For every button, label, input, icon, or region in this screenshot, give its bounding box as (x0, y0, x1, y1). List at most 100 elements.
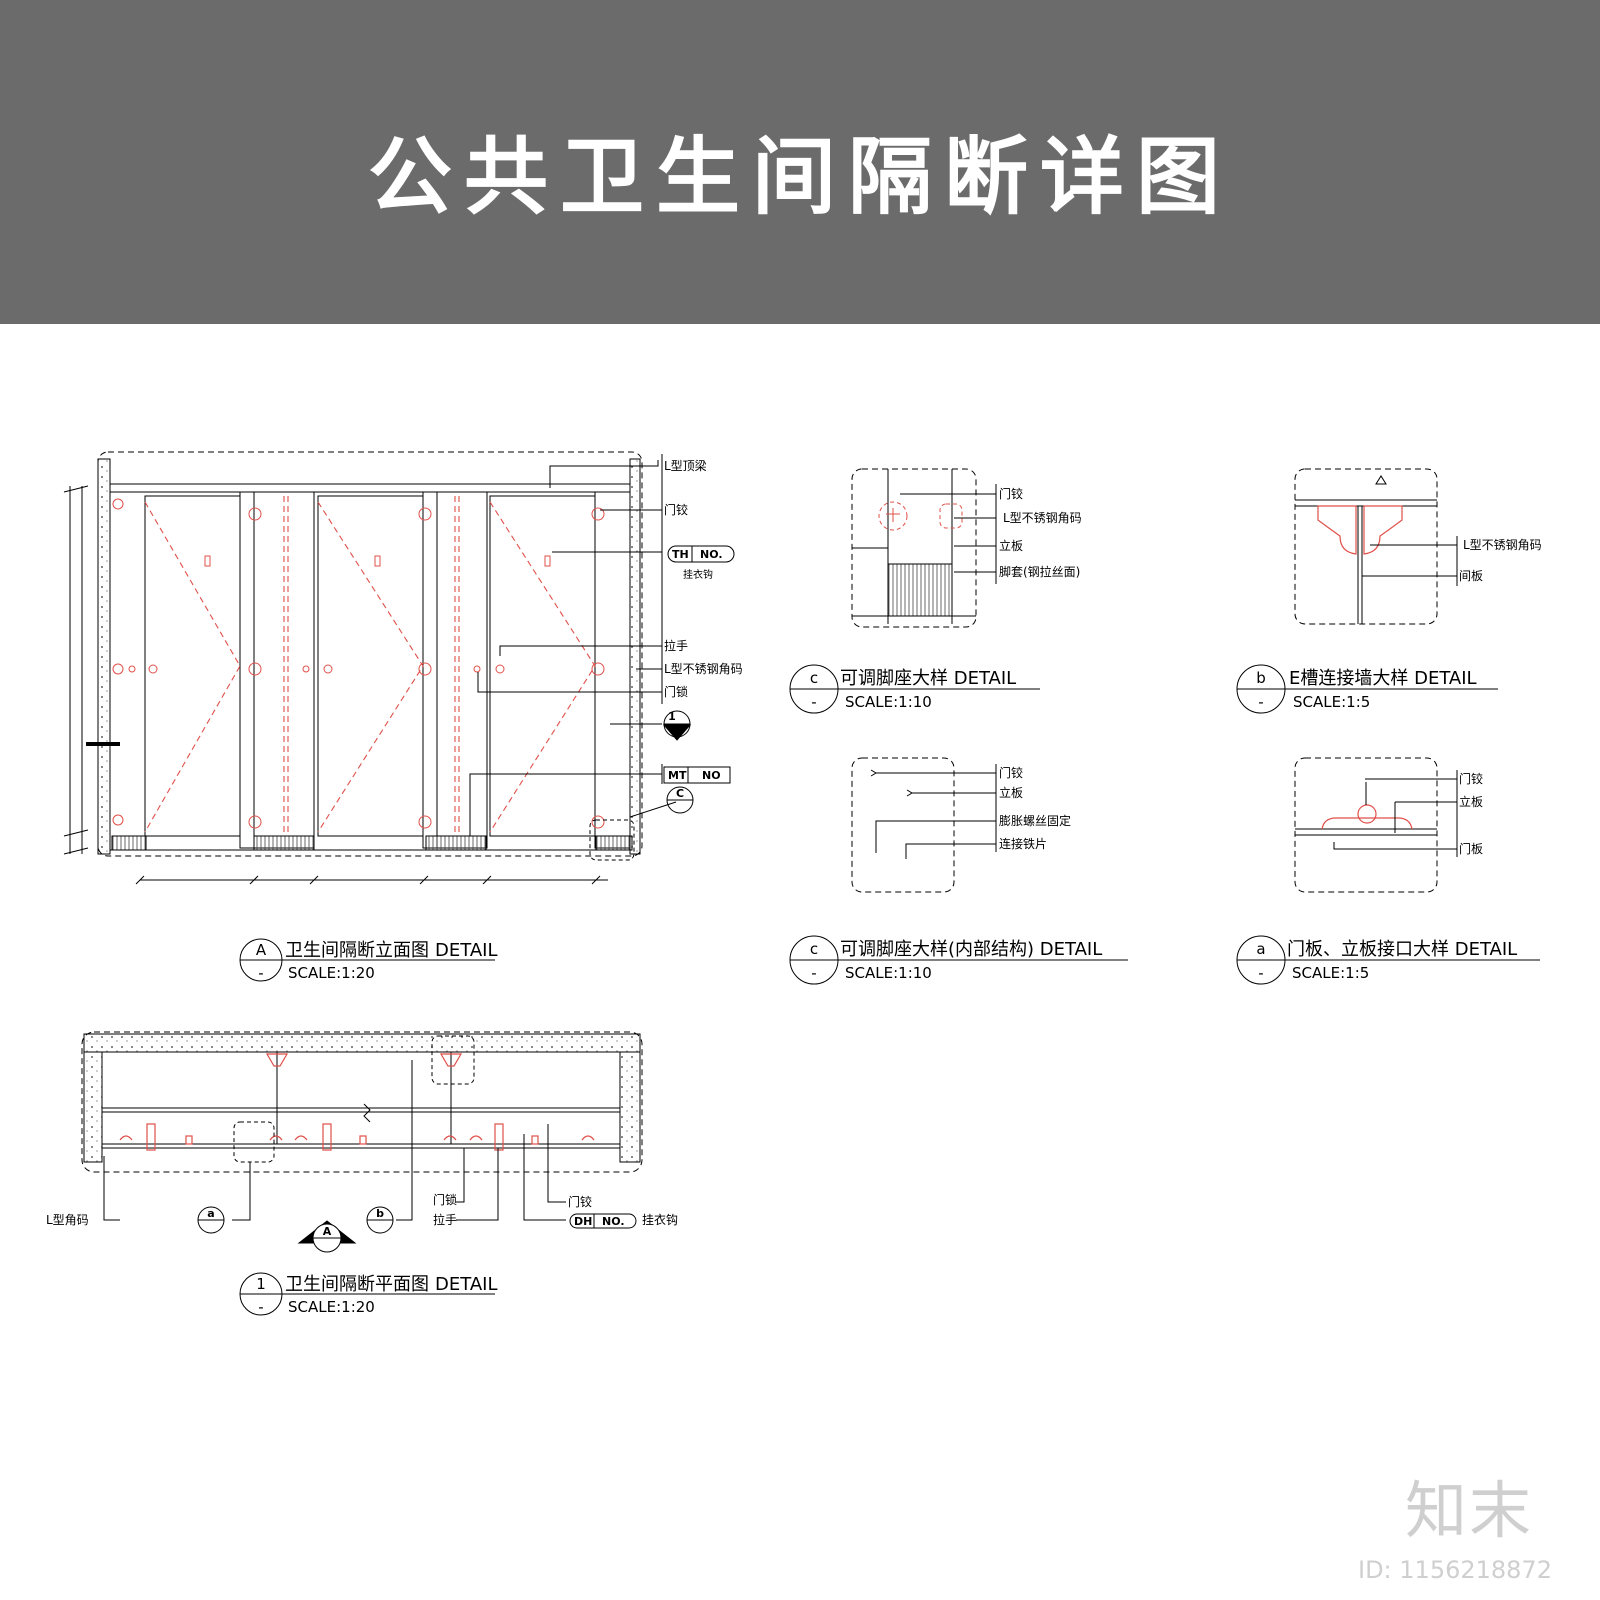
detail-c1-labels: 门铰 L型不锈钢角码 立板 脚套(钢拉丝面) (999, 486, 1082, 579)
label-a-hinge: 门铰 (1459, 771, 1483, 786)
caption-sub: - (811, 964, 816, 982)
foot-cover (425, 835, 487, 851)
plan-wall-left (83, 1051, 103, 1163)
marker-1-text: 1 (668, 710, 676, 723)
label-c2-hinge: 门铰 (999, 765, 1023, 780)
title-banner: 公共卫生间隔断详图 (0, 0, 1600, 324)
label-b-bracket: L型不锈钢角码 (1463, 538, 1542, 552)
plan-labels: L型角码 门锁 拉手 门铰 DH NO. 挂衣钩 a b A (46, 1192, 678, 1238)
label-c1-bracket: L型不锈钢角码 (1003, 511, 1082, 525)
label-steel-bracket: L型不锈钢角码 (664, 662, 743, 676)
pilaster (239, 491, 255, 849)
caption-sub: - (258, 964, 263, 982)
label-c2-plate: 连接铁片 (999, 836, 1047, 851)
left-wall (97, 458, 111, 855)
detail-c2-labels: 门铰 立板 膨胀螺丝固定 连接铁片 (999, 765, 1071, 851)
pilaster (422, 491, 438, 849)
label-hinge: 门铰 (664, 502, 688, 517)
caption-title: E槽连接墙大样 DETAIL (1289, 668, 1477, 689)
door-panel (317, 495, 424, 837)
marker-b-text: b (376, 1207, 384, 1220)
th-tag (667, 545, 735, 563)
detail-c1-caption: c - 可调脚座大样 DETAIL SCALE:1:10 (789, 664, 1040, 714)
detail-a-caption: a - 门板、立板接口大样 DETAIL SCALE:1:5 (1236, 935, 1540, 985)
caption-sub: - (811, 693, 816, 711)
foot-cover (111, 835, 147, 851)
caption-title: 可调脚座大样 DETAIL (840, 668, 1016, 689)
caption-detail: DETAIL (435, 1274, 497, 1295)
door-panel (489, 495, 596, 837)
caption-sub: - (1258, 964, 1263, 982)
label-c1-hinge: 门铰 (999, 486, 1023, 501)
detail-c1-drawing (851, 468, 997, 628)
caption-scale: SCALE:1:10 (845, 693, 932, 711)
label-l-bracket: L型角码 (46, 1213, 89, 1227)
caption-scale: SCALE:1:20 (288, 964, 375, 982)
caption-id: b (1256, 669, 1266, 687)
label-a-door: 门板 (1459, 841, 1483, 856)
caption-scale: SCALE:1:10 (845, 964, 932, 982)
caption-title: 门板、立板接口大样 DETAIL (1287, 939, 1517, 960)
plan-caption: 1 - 卫生间隔断平面图 DETAIL SCALE:1:20 (239, 1272, 497, 1316)
detail-b-caption: b - E槽连接墙大样 DETAIL SCALE:1:5 (1236, 664, 1498, 714)
page-title: 公共卫生间隔断详图 (367, 128, 1232, 226)
foot-cover (595, 835, 633, 851)
detail-b-drawing (1294, 468, 1458, 625)
dh-tag (569, 1213, 637, 1229)
th-tag-text: TH (672, 548, 689, 561)
right-wall (629, 458, 641, 855)
label-lock: 门锁 (664, 684, 688, 699)
pilaster (594, 491, 631, 849)
detail-b-labels: L型不锈钢角码 间板 (1459, 538, 1542, 583)
label-c2-bolt: 膨胀螺丝固定 (999, 813, 1071, 828)
detail-a-drawing (1294, 757, 1458, 893)
label-c1-panel: 立板 (999, 538, 1023, 553)
caption-id: 1 (256, 1275, 266, 1293)
caption-id: c (810, 940, 818, 958)
label-top-beam: L型顶梁 (664, 458, 707, 473)
plan-wall-top (83, 1033, 641, 1053)
caption-scale: SCALE:1:20 (288, 1298, 375, 1316)
caption-id: c (810, 669, 818, 687)
elevation-caption: A - 卫生间隔断立面图 DETAIL SCALE:1:20 (239, 938, 497, 982)
label-c2-panel: 立板 (999, 785, 1023, 800)
marker-A-text: A (323, 1225, 332, 1238)
label-c1-foot: 脚套(钢拉丝面) (999, 564, 1080, 579)
brand-logo: 知末 (1405, 1474, 1534, 1547)
door-panel (144, 495, 241, 837)
detail-c2-caption: c - 可调脚座大样(内部结构) DETAIL SCALE:1:10 (789, 935, 1128, 985)
caption-title: 可调脚座大样(内部结构) DETAIL (840, 939, 1102, 960)
dh-tag-text: DH (574, 1215, 592, 1228)
caption-scale: SCALE:1:5 (1292, 964, 1369, 982)
caption-scale: SCALE:1:5 (1293, 693, 1370, 711)
elevation-drawing (63, 451, 735, 885)
caption-sub: - (1258, 693, 1263, 711)
label-handle: 拉手 (664, 638, 688, 653)
caption-id: a (1256, 940, 1265, 958)
detail-c2-drawing (851, 757, 997, 893)
dh-tag-no: NO. (602, 1215, 625, 1228)
elevation-labels: L型顶梁 门铰 TH NO. 挂衣钩 拉手 L型不锈钢角码 门锁 1 MT NO… (664, 458, 743, 800)
label-plan-handle: 拉手 (433, 1212, 457, 1227)
caption-title: 卫生间隔断立面图 (285, 940, 429, 961)
plan-wall-right (619, 1051, 641, 1163)
marker-a-text: a (207, 1207, 214, 1220)
label-hook: 挂衣钩 (683, 568, 713, 581)
label-plan-hinge: 门铰 (568, 1194, 592, 1209)
marker-c-text: C (676, 787, 684, 800)
elevation-frame (97, 451, 643, 857)
label-a-panel: 立板 (1459, 794, 1483, 809)
label-plan-lock: 门锁 (433, 1192, 457, 1207)
th-tag-no: NO. (700, 548, 723, 561)
label-plan-hook: 挂衣钩 (642, 1212, 678, 1227)
caption-id: A (256, 941, 267, 959)
caption-detail: DETAIL (435, 940, 497, 961)
detail-a-labels: 门铰 立板 门板 (1459, 771, 1483, 856)
caption-title: 卫生间隔断平面图 (285, 1274, 429, 1295)
mt-tag (663, 766, 731, 784)
mt-tag-text: MT (668, 769, 687, 782)
drawing-sheet: L型顶梁 门铰 TH NO. 挂衣钩 拉手 L型不锈钢角码 门锁 1 MT NO… (46, 451, 1542, 1316)
foot-cover (253, 835, 315, 851)
plan-drawing (81, 1031, 643, 1253)
mt-tag-no: NO (702, 769, 721, 782)
